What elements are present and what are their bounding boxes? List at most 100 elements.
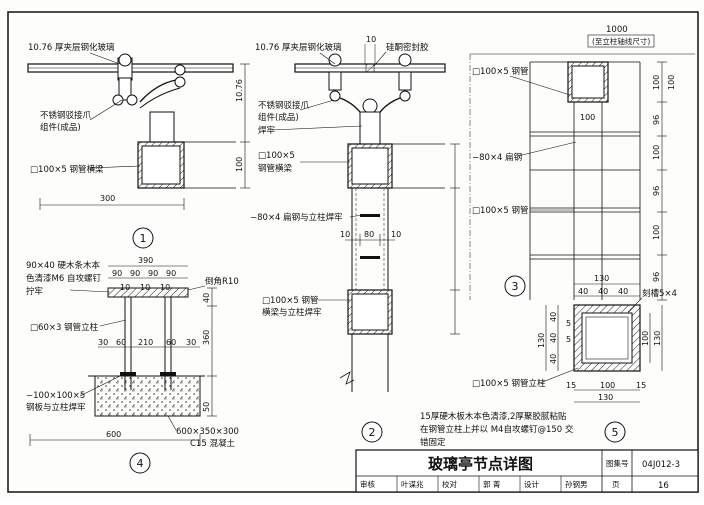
- page-label: 页: [612, 480, 620, 489]
- d5-sub-0: 40: [578, 287, 588, 296]
- d2-post-label-2: 横梁与立柱焊牢: [262, 307, 322, 318]
- d5-small-1: 5: [566, 319, 571, 328]
- d2-bracket-label-2: 组件(成品): [258, 112, 299, 123]
- title-block-name: 叶谋兆: [401, 479, 424, 489]
- d5-sub-2: 40: [618, 287, 628, 296]
- d2-seal-label: 硅酮密封胶: [386, 42, 429, 53]
- detail-3: 100 100 96 100 96 100 96 100 1000 (至立柱轴线…: [469, 25, 695, 301]
- d2-dim-b: 80: [364, 230, 374, 239]
- detail-1: 10.76 100 300 10.76 厚夹层钢化玻璃 不锈钢驳接爪 组件(成品…: [27, 42, 250, 249]
- d2-dim-c: 10: [391, 230, 401, 239]
- d5-bot-1: 100: [600, 381, 615, 390]
- d1-bracket-label-1: 不锈钢驳接爪: [40, 110, 92, 121]
- title-block-role: 校对: [442, 479, 457, 489]
- d3-tube-label: □100×5 钢管: [472, 66, 529, 77]
- d3-dim-3: 96: [652, 186, 661, 196]
- page-number: 16: [658, 481, 669, 491]
- d5-bot-3: 130: [598, 393, 613, 402]
- title-block-name: 郭 菁: [483, 479, 501, 489]
- detail-5: 130 40 40 40 刻槽5×4 40 40 40 130 5 5 100 …: [420, 274, 677, 448]
- d2-post-label-1: □100×5 钢管: [262, 295, 319, 306]
- d5-bot-2: 15: [636, 381, 646, 390]
- d1-beam-label: □100×5 钢管横梁: [30, 164, 104, 175]
- d4-dim-d: 90: [166, 269, 176, 278]
- d5-left-3: 130: [537, 333, 546, 348]
- d2-beam-label-1: □100×5: [258, 151, 295, 161]
- title-text: 玻璃亭节点详图: [428, 455, 533, 473]
- d1-marker: 1: [140, 232, 147, 245]
- title-block: 玻璃亭节点详图 图集号 04J012-3 页 16 审核叶谋兆校对郭 菁设计孙钢…: [355, 449, 699, 493]
- d2-flat-label: −80×4 扁钢与立柱焊牢: [250, 212, 343, 223]
- d4-wood-label-3: 拧牢: [26, 286, 43, 297]
- d4-right-2: 50: [202, 402, 211, 412]
- d3-dim-6: 100: [667, 75, 676, 90]
- d3-dim-1: 96: [652, 115, 661, 125]
- d3-marker: 3: [512, 280, 519, 293]
- d4-mid-3: 60: [166, 338, 176, 347]
- d4-marker: 4: [137, 457, 144, 470]
- d4-dim-b: 90: [130, 269, 140, 278]
- title-block-role: 设计: [524, 479, 539, 489]
- d5-groove: 刻槽5×4: [642, 288, 677, 299]
- d2-glass-label: 10.76 厚夹层钢化玻璃: [255, 42, 342, 53]
- d4-plate-label-1: −100×100×5: [26, 391, 85, 401]
- sheet-border: [7, 11, 699, 493]
- d4-wood-label-2: 色清漆M6 自攻螺钉: [26, 273, 101, 284]
- d2-gap: 10: [366, 35, 376, 44]
- d2-weld-label: 焊牢: [258, 125, 275, 136]
- d4-dim-g: 10: [160, 283, 170, 292]
- d5-marker: 5: [612, 426, 619, 439]
- d4-wood-label-1: 90×40 硬木条木本: [26, 260, 100, 271]
- d4-post-label: □60×3 钢管立柱: [30, 322, 99, 333]
- atlas-number: 04J012-3: [642, 460, 680, 470]
- d4-base-label-2: C15 混凝土: [190, 438, 235, 449]
- d5-right-0: 100: [641, 331, 650, 346]
- d5-note-2: 在钢管立柱上并以 M4自攻螺钉@150 交: [420, 424, 574, 435]
- d5-top-dim: 130: [594, 274, 609, 283]
- d3-flat-label: −80×4 扁钢: [472, 152, 522, 163]
- d3-dim-4: 100: [652, 225, 661, 240]
- d3-dim-5: 96: [652, 272, 661, 282]
- d4-dim-a: 90: [112, 269, 122, 278]
- d4-mid-1: 60: [116, 338, 126, 347]
- d1-dim-w: 300: [100, 194, 115, 203]
- d2-beam-label-2: 钢管横梁: [258, 163, 293, 174]
- d4-dim-f: 10: [140, 283, 150, 292]
- d4-mid-0: 30: [98, 338, 108, 347]
- d1-dim-v1: 10.76: [235, 79, 244, 102]
- d1-bracket-label-2: 组件(成品): [40, 122, 81, 133]
- d3-dim-0: 100: [652, 75, 661, 90]
- d4-bottom-dim: 600: [106, 430, 121, 439]
- atlas-label: 图集号: [606, 458, 629, 468]
- d4-right-0: 40: [202, 293, 211, 303]
- d4-mid-2: 210: [138, 338, 153, 347]
- d4-plate-label-2: 钢板与立柱焊牢: [26, 402, 86, 413]
- d5-bot-0: 15: [566, 381, 576, 390]
- d5-note-3: 错固定: [420, 437, 446, 448]
- d3-beam-label: □100×5 钢管: [472, 205, 529, 216]
- d1-glass-label: 10.76 厚夹层钢化玻璃: [28, 42, 115, 53]
- d3-dim-2: 100: [652, 145, 661, 160]
- title-block-role: 审核: [360, 479, 375, 489]
- d4-mid-4: 30: [186, 338, 196, 347]
- d5-left-1: 40: [549, 333, 558, 343]
- d4-chamfer: 倒角R10: [205, 276, 239, 287]
- d5-post-label: □100×5 钢管立柱: [472, 378, 546, 389]
- d2-dim-a: 10: [340, 230, 350, 239]
- d3-inner-dim: 100: [580, 113, 595, 122]
- detail-4: 390 90 90 90 90 10 10 10 30 60 210 60 30…: [26, 256, 239, 474]
- d4-dim-e: 10: [120, 283, 130, 292]
- d5-small-2: 5: [566, 335, 571, 344]
- d3-axis-dim: 1000: [606, 25, 628, 35]
- d5-right-1: 130: [653, 331, 662, 346]
- d5-left-2: 40: [549, 354, 558, 364]
- d2-bracket-label-1: 不锈钢驳接爪: [258, 100, 310, 111]
- d4-dim-c: 90: [148, 269, 158, 278]
- d5-left-0: 40: [549, 312, 558, 322]
- d3-axis-note: (至立柱轴线尺寸): [592, 36, 650, 46]
- d1-dim-v2: 100: [235, 157, 244, 172]
- d4-right-1: 360: [202, 330, 211, 345]
- d2-marker: 2: [369, 426, 376, 439]
